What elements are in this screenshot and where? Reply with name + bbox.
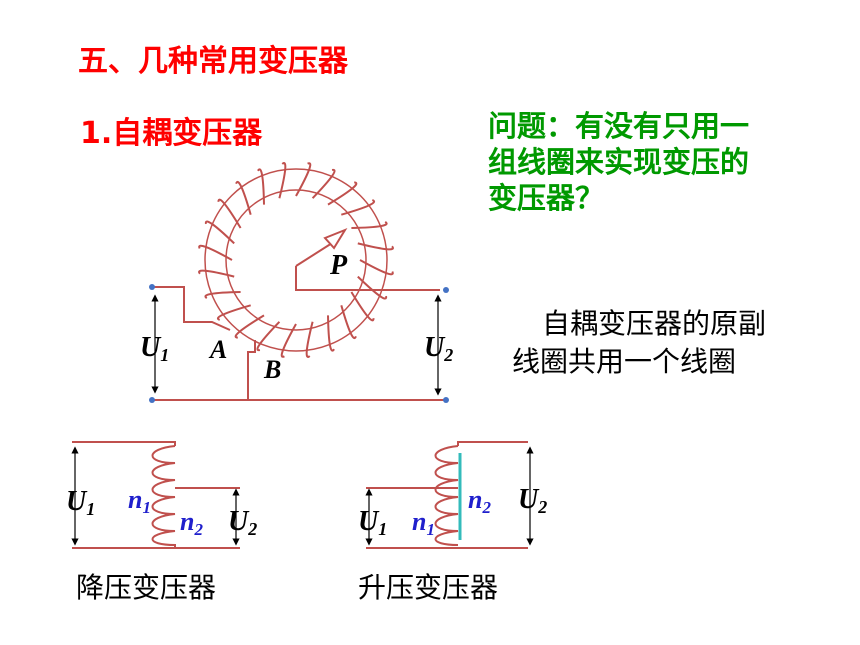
- label-u1-toroid: U1: [140, 332, 169, 365]
- terminal-dots: [149, 284, 449, 403]
- winding-turn: [359, 259, 394, 276]
- winding-turn: [305, 321, 314, 358]
- winding-turn: [204, 291, 241, 299]
- winding-turn: [234, 314, 265, 339]
- question-line-1: 问题：有没有只用一: [488, 109, 750, 143]
- label-p: P: [329, 250, 348, 281]
- label-n1-step-up: n1: [412, 507, 435, 539]
- winding-turn: [340, 305, 357, 339]
- label-u2-step-up: U2: [518, 484, 547, 517]
- label-a: A: [208, 335, 227, 364]
- winding-turn: [351, 221, 388, 229]
- winding-turn: [350, 291, 375, 322]
- winding-turn: [204, 220, 235, 245]
- winding-turn: [217, 198, 242, 229]
- caption-step-up: 升压变压器: [358, 571, 499, 604]
- slider-contact: [295, 227, 440, 291]
- winding-turn: [198, 269, 235, 278]
- label-u1-step-down: U1: [66, 486, 95, 519]
- label-b: B: [263, 355, 281, 384]
- winding-turn: [327, 315, 335, 352]
- step-up-circuit: [366, 441, 528, 549]
- description-line-2: 线圈共用一个线圈: [512, 345, 737, 378]
- winding-turn: [256, 321, 281, 352]
- winding-turn: [198, 244, 233, 261]
- winding-turn: [295, 162, 312, 197]
- winding-turn: [257, 168, 265, 205]
- question-line-3: 变压器？: [488, 181, 605, 215]
- question-text: 问题：有没有只用一 组线圈来实现变压的 变压器？: [488, 108, 808, 216]
- circuit-wires: [152, 286, 444, 401]
- label-n2-step-up: n2: [468, 485, 491, 517]
- caption-step-down: 降压变压器: [76, 571, 217, 604]
- toroid-core: [204, 168, 388, 352]
- winding-turn: [327, 181, 358, 206]
- page-heading: 五、几种常用变压器: [78, 44, 348, 79]
- voltage-arrows: [151, 294, 442, 396]
- section-title: 1.自耦变压器: [80, 116, 263, 151]
- winding-turn: [278, 162, 287, 199]
- label-n2-step-down: n2: [180, 507, 203, 539]
- winding-turn: [217, 304, 251, 321]
- winding-turn: [235, 181, 252, 215]
- winding-turn: [311, 168, 336, 199]
- winding-turn: [357, 275, 388, 300]
- winding-turn: [357, 242, 394, 251]
- label-n1-step-down: n1: [128, 485, 151, 517]
- label-u2-step-down: U2: [228, 506, 257, 539]
- step-down-arrows: [71, 446, 240, 546]
- winding-turn: [280, 323, 297, 358]
- step-down-circuit: [72, 441, 240, 549]
- step-up-arrows: [365, 446, 534, 546]
- winding-turn: [341, 199, 375, 216]
- toroid-winding: [198, 162, 394, 358]
- label-u1-step-up: U1: [358, 506, 387, 539]
- description-line-1: 自耦变压器的原副: [542, 307, 767, 340]
- question-line-2: 组线圈来实现变压的: [488, 145, 750, 179]
- label-u2-toroid: U2: [424, 332, 453, 365]
